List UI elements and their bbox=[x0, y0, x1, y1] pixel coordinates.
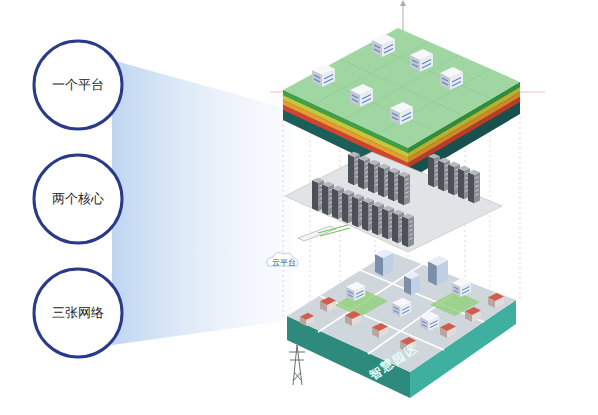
axis-arrow bbox=[400, 0, 406, 6]
cloud-label: 云平台 bbox=[272, 257, 296, 268]
power-tower bbox=[289, 345, 305, 385]
node-label: 一个平台 bbox=[52, 76, 104, 94]
platform-layer bbox=[283, 28, 520, 180]
park-layer bbox=[287, 249, 516, 398]
circle-node: 两个核心 bbox=[32, 153, 124, 245]
core-layer bbox=[285, 152, 502, 252]
axis-line bbox=[403, 2, 404, 35]
circle-node: 三张网络 bbox=[32, 267, 124, 359]
light-beam bbox=[112, 60, 292, 345]
node-label: 三张网络 bbox=[52, 304, 104, 322]
circle-node: 一个平台 bbox=[32, 39, 124, 131]
node-label: 两个核心 bbox=[52, 190, 104, 208]
